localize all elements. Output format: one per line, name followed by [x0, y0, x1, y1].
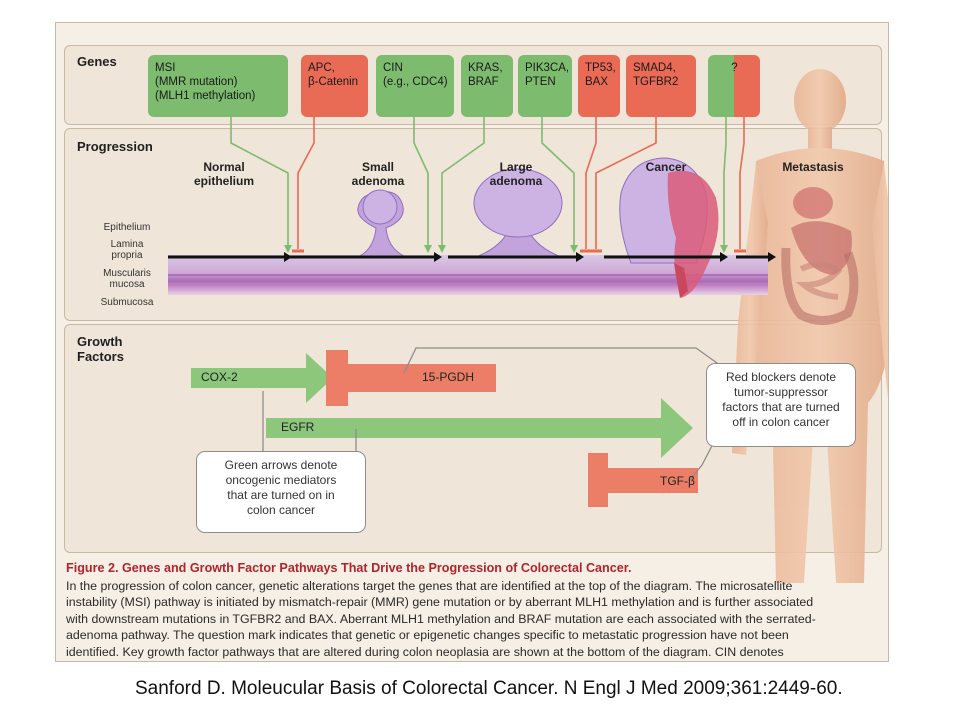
gene-box-tp53: TP53, BAX: [578, 55, 620, 117]
red-blocker-callout: Red blockers denote tumor-suppressor fac…: [706, 363, 856, 447]
pgdh-label: 15-PGDH: [422, 370, 475, 384]
gene-box-apc: APC, β-Catenin: [301, 55, 368, 117]
gene-connector-line: [541, 117, 575, 249]
gene-box-kras: KRAS, BRAF: [461, 55, 513, 117]
cancer-drawing: [619, 157, 719, 298]
cox2-label: COX-2: [201, 370, 238, 384]
layer-lamina-propria: Lamina propria: [110, 239, 144, 261]
activation-arrowhead: [438, 245, 446, 253]
gene-box-smad4: SMAD4, TGFBR2: [626, 55, 696, 117]
progression-markers: [168, 117, 776, 262]
figure: Genes Progression Growth Factors: [55, 22, 889, 662]
gene-box-pik3ca: PIK3CA, PTEN: [518, 55, 572, 117]
caption-line: identified. Key growth factor pathways t…: [66, 644, 784, 659]
egfr-arrow: [266, 398, 693, 458]
large-adenoma-drawing: [473, 168, 563, 258]
growth-factors-label: Growth Factors: [77, 334, 124, 364]
layer-submucosa: Submucosa: [100, 297, 154, 308]
caption-line: In the progression of colon cancer, gene…: [66, 579, 793, 593]
gene-connector-line: [585, 117, 597, 249]
stage-small-adenoma: Small adenoma: [351, 160, 405, 188]
layer-epithelium: Epithelium: [103, 222, 151, 233]
stage-metastasis: Metastasis: [782, 160, 844, 174]
small-adenoma-drawing: [357, 189, 407, 258]
green-arrow-callout: Green arrows denote oncogenic mediators …: [196, 451, 366, 533]
colon-tissue: [168, 255, 768, 295]
pgdh-blocker: [326, 350, 496, 406]
progression-arrowhead: [434, 252, 442, 262]
human-figure: [732, 69, 888, 583]
progression-arrowhead: [720, 252, 728, 262]
tgfb-label: TGF-β: [660, 474, 695, 488]
gene-connector-line: [739, 117, 745, 249]
caption-line: adenoma pathway. The question mark indic…: [66, 628, 789, 643]
activation-arrowhead: [570, 245, 578, 253]
tgfb-blocker: [588, 453, 698, 507]
stage-normal: Normal epithelium: [193, 160, 254, 188]
stage-cancer: Cancer: [645, 160, 687, 174]
gene-connector-line: [230, 117, 289, 249]
egfr-label: EGFR: [281, 420, 315, 434]
caption-title: Figure 2. Genes and Growth Factor Pathwa…: [66, 561, 632, 575]
cox2-arrow: [191, 353, 333, 403]
progression-arrowhead: [576, 252, 584, 262]
stage-large-adenoma: Large adenoma: [489, 160, 543, 188]
gene-connector-line: [413, 117, 429, 249]
gene-connector-line: [297, 117, 315, 249]
genes-label: Genes: [77, 54, 117, 69]
progression-arrowhead: [768, 252, 776, 262]
gene-connector-line: [595, 117, 657, 249]
callout-leaders: [262, 347, 725, 482]
progression-label: Progression: [77, 139, 153, 154]
gene-connector-line: [441, 117, 485, 249]
caption-line: with downstream mutations in TGFBR2 and …: [66, 611, 816, 626]
activation-arrowhead: [284, 245, 292, 253]
gene-box-unknown: ?: [708, 55, 760, 117]
gene-box-cin: CIN (e.g., CDC4): [376, 55, 454, 117]
activation-arrowhead: [424, 245, 432, 253]
caption-line: instability (MSI) pathway is initiated b…: [66, 595, 814, 610]
gene-box-msi: MSI (MMR mutation) (MLH1 methylation): [148, 55, 288, 117]
layer-muscularis-mucosa: Muscularis mucosa: [103, 268, 151, 290]
caption-body: In the progression of colon cancer, gene…: [66, 578, 882, 660]
citation: Sanford D. Moleucular Basis of Colorecta…: [135, 678, 843, 699]
activation-arrowhead: [720, 245, 728, 253]
gene-connector-line: [723, 117, 727, 249]
